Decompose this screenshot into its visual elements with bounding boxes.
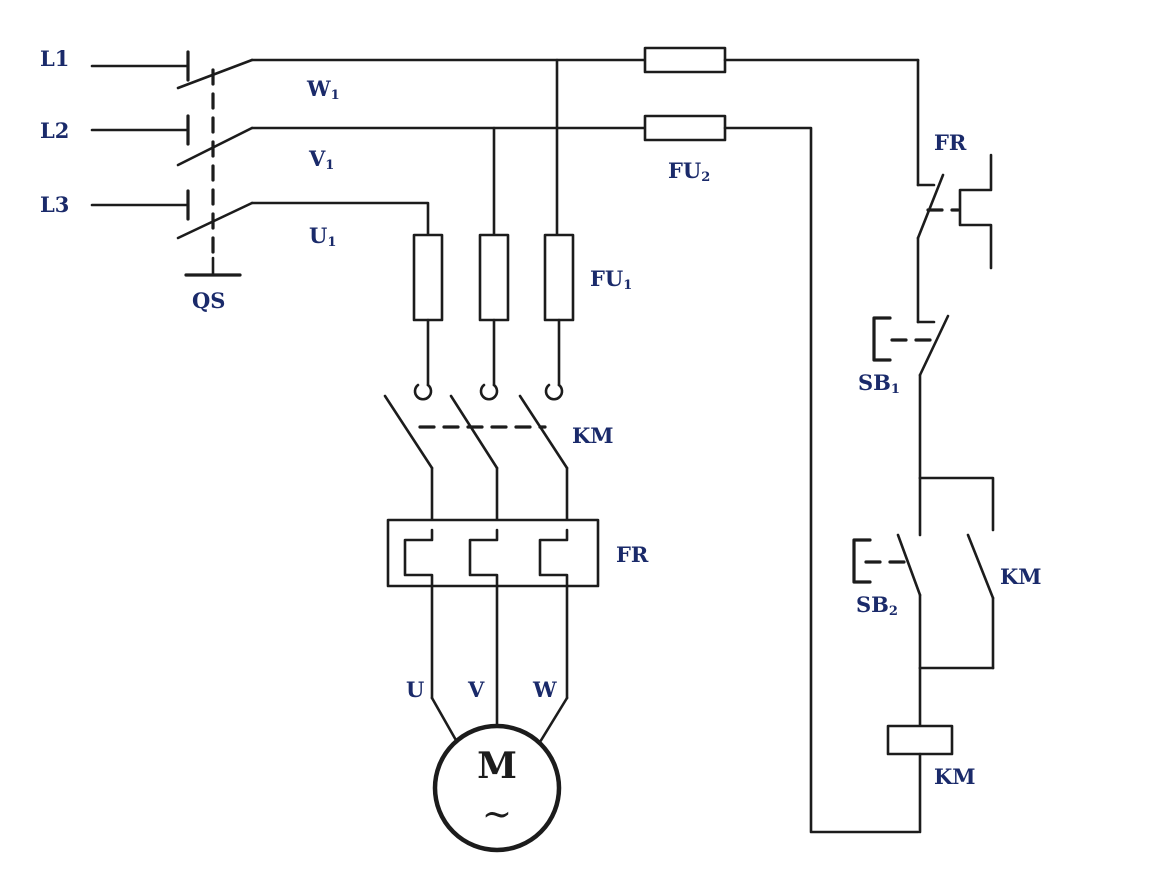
label-sb1-main: SB bbox=[858, 370, 891, 395]
label-km-aux: KM bbox=[1000, 564, 1042, 589]
label-fr-ctrl: FR bbox=[934, 130, 967, 155]
label-sb2-main: SB bbox=[856, 592, 889, 617]
busbars bbox=[250, 58, 647, 237]
label-sb2-sub: 2 bbox=[889, 604, 898, 619]
km-main-contacts bbox=[383, 383, 569, 532]
labels: L1 L2 L3 QS W1 V1 U1 FU2 FU1 KM FR U V W… bbox=[40, 46, 1042, 835]
sb2-contact-blade bbox=[896, 533, 922, 597]
label-v1-sub: 1 bbox=[325, 158, 334, 173]
sb1-button-head bbox=[872, 316, 892, 362]
qs-blade-l2 bbox=[176, 126, 254, 167]
km-contact-u bbox=[383, 394, 434, 470]
motor-lead-w-lower bbox=[538, 696, 569, 744]
label-motor-ac: ~ bbox=[482, 794, 512, 835]
km-contact-v bbox=[449, 394, 499, 470]
fr-element-v bbox=[468, 528, 499, 587]
label-l3: L3 bbox=[40, 192, 69, 217]
control-circuit bbox=[852, 153, 995, 834]
km-contact-w bbox=[518, 394, 569, 470]
fu2-fuse-top bbox=[643, 46, 727, 74]
km-arc-u bbox=[413, 383, 433, 401]
label-km-main: KM bbox=[572, 423, 614, 448]
fu2-fuse-bottom bbox=[643, 114, 727, 142]
supply-lines bbox=[90, 50, 190, 221]
label-sb1-sub: 1 bbox=[891, 382, 900, 397]
fr-element-w bbox=[538, 528, 569, 587]
label-v1: V1 bbox=[308, 146, 334, 173]
label-w1-sub: 1 bbox=[331, 88, 340, 103]
motor bbox=[432, 723, 562, 853]
label-fu1-main: FU bbox=[590, 266, 623, 291]
label-qs: QS bbox=[192, 288, 225, 313]
label-l1: L1 bbox=[40, 46, 69, 71]
label-motor-u: U bbox=[406, 677, 424, 702]
fu1-fuse-u bbox=[412, 233, 444, 322]
fr-thermal-relay bbox=[386, 518, 600, 744]
fu2-fuses bbox=[643, 46, 920, 834]
qs-isolator-switch bbox=[176, 58, 254, 277]
ctrl-return-wire bbox=[723, 126, 920, 834]
label-w1-main: W bbox=[306, 76, 331, 101]
label-w1: W1 bbox=[306, 76, 340, 103]
label-u1-main: U bbox=[309, 223, 327, 248]
label-motor-m: M bbox=[477, 745, 517, 787]
label-km-coil: KM bbox=[934, 764, 976, 789]
u1-bus bbox=[250, 201, 430, 237]
km-arc-v bbox=[479, 383, 499, 401]
km-coil bbox=[886, 724, 954, 756]
label-fr-main: FR bbox=[616, 542, 649, 567]
motor-circle bbox=[432, 723, 562, 853]
motor-lead-u-lower bbox=[430, 696, 459, 744]
km-aux-contact-blade bbox=[966, 533, 995, 600]
label-fu2-sub: 2 bbox=[701, 170, 710, 185]
label-l2: L2 bbox=[40, 118, 69, 143]
fu1-fuses bbox=[412, 233, 575, 387]
label-motor-v: V bbox=[467, 677, 485, 702]
fu1-fuse-v bbox=[478, 233, 510, 322]
fr-nc-contact-blade bbox=[916, 173, 945, 240]
qs-blade-l1 bbox=[176, 58, 254, 90]
label-fu1-sub: 1 bbox=[623, 278, 632, 293]
label-fu1: FU1 bbox=[590, 266, 632, 293]
label-u1-sub: 1 bbox=[327, 235, 336, 250]
label-sb1: SB1 bbox=[858, 370, 900, 397]
label-fu2: FU2 bbox=[668, 158, 710, 185]
sb2-button-head bbox=[852, 538, 872, 584]
sb1-contact-blade bbox=[918, 314, 950, 377]
label-sb2: SB2 bbox=[856, 592, 898, 619]
km-arc-w bbox=[544, 383, 564, 401]
km-aux-top-wire bbox=[918, 476, 995, 532]
fr-thermal-actuator bbox=[958, 153, 993, 270]
label-u1: U1 bbox=[309, 223, 336, 250]
label-v1-main: V bbox=[308, 146, 326, 171]
fu1-fuse-w bbox=[543, 233, 575, 322]
qs-blade-l3 bbox=[176, 201, 254, 240]
label-fu2-main: FU bbox=[668, 158, 701, 183]
label-motor-w: W bbox=[532, 677, 557, 702]
fr-element-u bbox=[403, 528, 434, 587]
